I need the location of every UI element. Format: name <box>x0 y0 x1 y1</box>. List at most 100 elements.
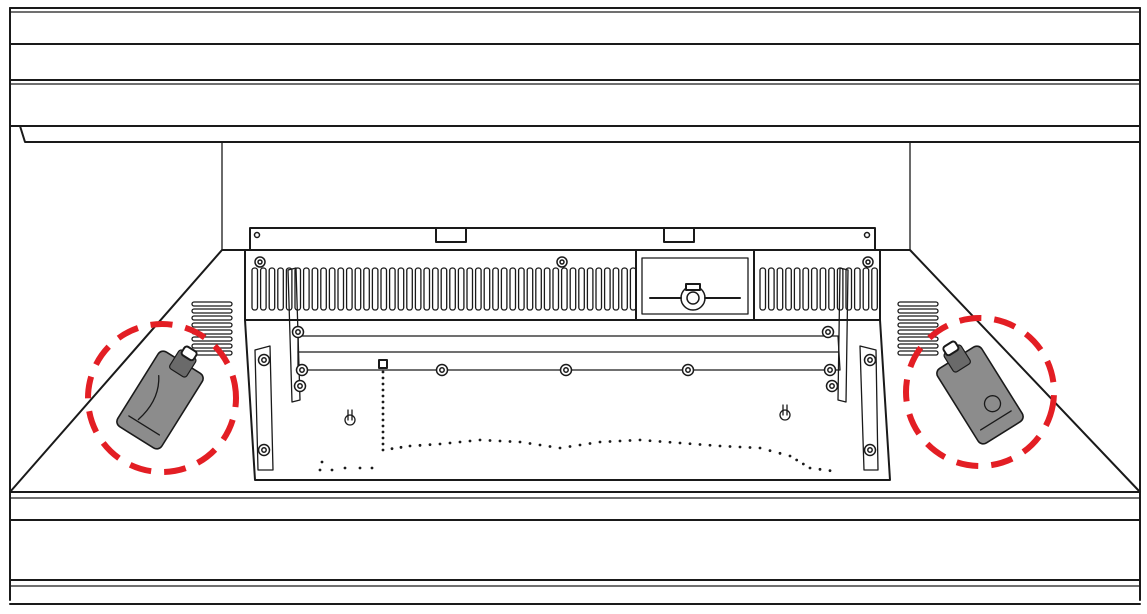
vent-slot <box>191 350 233 356</box>
stand-foot-icon <box>936 340 1024 445</box>
left-foot-callout <box>85 321 239 475</box>
cable-dot <box>381 382 385 386</box>
cable-dot <box>778 451 782 455</box>
vent-slot <box>509 267 517 311</box>
vent-slot <box>191 343 233 349</box>
vent-slot <box>819 267 827 311</box>
cable-dot <box>468 439 472 443</box>
vent-slot <box>363 267 370 311</box>
cable-dot <box>618 439 622 443</box>
vent-slot <box>311 267 319 311</box>
vent-slot <box>449 267 456 311</box>
vent-slot <box>517 267 525 311</box>
cable-dot <box>390 447 394 451</box>
vent-slot <box>354 267 362 311</box>
vent-slot <box>500 267 508 311</box>
vent-slot <box>871 267 878 311</box>
vent-slot <box>793 267 801 311</box>
vent-slot <box>431 267 439 311</box>
vent-slot <box>191 322 233 328</box>
vent-slot <box>388 267 396 311</box>
cable-dot <box>478 438 482 442</box>
vent-slot <box>337 267 345 311</box>
vent-slot <box>268 267 276 311</box>
vent-slot <box>776 267 784 311</box>
cable-dot <box>381 424 385 428</box>
cable-dot <box>648 439 652 443</box>
vent-slot <box>569 267 577 311</box>
vent-slot <box>862 267 870 311</box>
vent-slot <box>440 267 448 311</box>
vent-slot <box>603 267 611 311</box>
vent-slot <box>406 267 413 311</box>
cable-dot <box>688 442 692 446</box>
top-clip-right <box>663 227 695 243</box>
vent-slot <box>845 267 853 311</box>
cable-dot <box>448 441 452 445</box>
cable-dot <box>528 442 532 445</box>
cable-dot <box>318 468 322 472</box>
vent-slot <box>191 308 233 314</box>
cable-dot <box>708 443 712 447</box>
cable-dot <box>718 444 722 448</box>
cable-dot <box>488 439 492 442</box>
cable-dot <box>608 440 612 443</box>
vent-slot <box>251 267 259 311</box>
cable-dot <box>628 439 632 442</box>
tv-back-panel <box>244 227 891 481</box>
vent-slot <box>191 336 233 342</box>
screw-icon <box>257 325 877 457</box>
cable-dot <box>381 430 385 434</box>
vent-slot <box>457 267 465 311</box>
cable-dot <box>320 460 324 464</box>
vent-slot <box>897 322 939 328</box>
vent-slot <box>302 267 310 311</box>
cable-dot <box>678 441 682 445</box>
vent-slot <box>345 267 353 311</box>
vent-slot <box>543 267 551 311</box>
vent-slot <box>320 267 327 311</box>
cable-dot <box>818 467 822 471</box>
cable-dot <box>538 443 542 447</box>
cable-route <box>318 370 832 473</box>
vent-grille-icon <box>759 267 878 311</box>
cable-dot <box>381 376 385 380</box>
cable-dot <box>568 445 572 448</box>
cable-dot <box>381 442 385 446</box>
vent-slot <box>466 267 474 311</box>
vent-slot <box>277 267 284 311</box>
cable-dot <box>381 370 385 374</box>
top-clip-left <box>435 227 467 243</box>
vent-slot <box>595 267 603 311</box>
vent-slot <box>328 267 336 311</box>
cable-dot <box>399 445 403 449</box>
vent-slot <box>785 267 792 311</box>
cable-dot <box>788 454 792 458</box>
cable-dot <box>728 445 732 448</box>
cable-dot <box>808 466 812 470</box>
cable-dot <box>381 400 385 404</box>
vent-slot <box>897 308 939 314</box>
cable-dot <box>381 448 385 452</box>
cable-dot <box>381 412 385 416</box>
cable-dot <box>828 469 832 473</box>
vent-slot <box>483 267 491 311</box>
cable-dot <box>381 418 385 422</box>
cable-dot <box>758 446 762 450</box>
cable-dot <box>370 466 374 470</box>
vent-slot <box>612 267 620 311</box>
vent-slot <box>759 267 767 311</box>
cable-dot <box>438 442 442 446</box>
cable-dot <box>801 462 805 466</box>
cable-dot <box>343 466 347 470</box>
cable-dot <box>408 444 412 448</box>
cable-dot <box>548 445 552 448</box>
vent-slot <box>191 315 233 321</box>
vent-slot <box>802 267 810 311</box>
cable-dot <box>330 468 334 472</box>
cable-dot <box>768 449 772 453</box>
vent-slot <box>414 267 422 311</box>
cable-dot <box>498 439 502 443</box>
